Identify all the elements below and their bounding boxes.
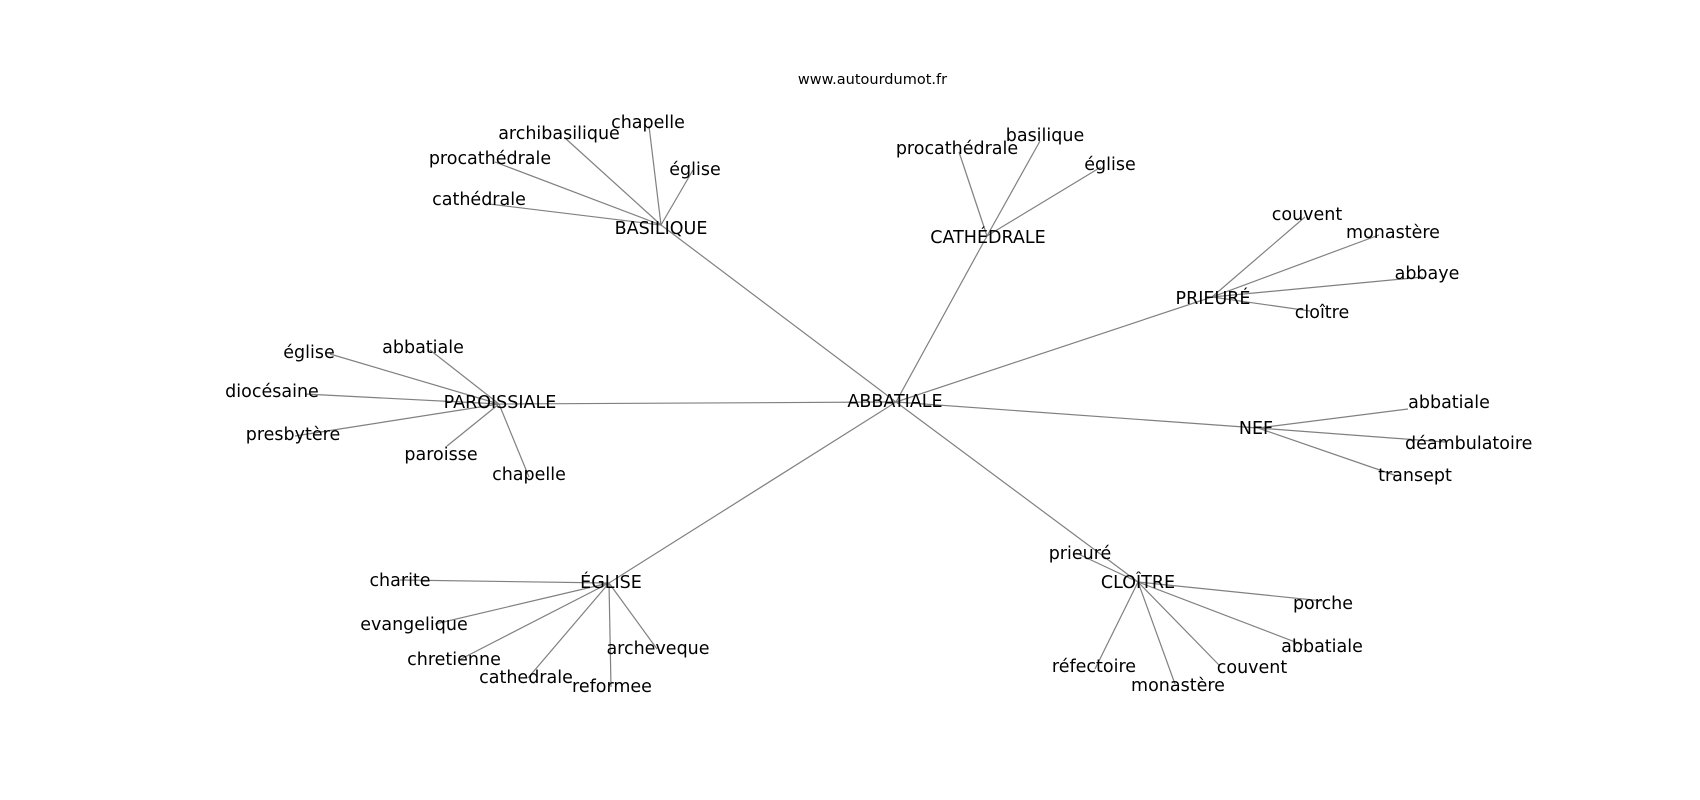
- edge-center-to-cloitre: [895, 401, 1139, 583]
- leaf-node-paroissiale-abbatiale: abbatiale: [382, 338, 464, 358]
- hub-node-paroissiale: PAROISSIALE: [444, 393, 557, 413]
- center-node-label: ABBATIALE: [847, 392, 942, 412]
- hub-node-basilique: BASILIQUE: [615, 219, 708, 239]
- leaf-node-eglise-evangelique: evangelique: [360, 615, 468, 635]
- leaf-node-cloitre-abbatiale: abbatiale: [1281, 637, 1363, 657]
- leaf-node-basilique-procathedrale: procathédrale: [429, 149, 551, 169]
- edge-paroissiale-to-eglise: [329, 353, 500, 405]
- leaf-node-nef-transept: transept: [1378, 466, 1452, 486]
- edge-prieure-to-cloitre: [1211, 296, 1311, 312]
- leaf-node-basilique-archibasilique: archibasilique: [498, 124, 620, 144]
- edge-cloitre-to-prieure: [1075, 552, 1139, 583]
- edge-center-to-nef: [895, 401, 1259, 429]
- leaf-node-eglise-cathedrale: cathedrale: [479, 668, 573, 688]
- edge-cathedrale-to-basilique: [986, 140, 1041, 237]
- edge-paroissiale-to-chapelle: [498, 403, 530, 478]
- edge-cloitre-to-refectoire: [1094, 581, 1139, 670]
- edge-paroissiale-to-diocesaine: [304, 393, 500, 405]
- edge-basilique-to-procathedrale: [494, 161, 662, 226]
- leaf-node-eglise-chretienne: chretienne: [407, 650, 501, 670]
- edge-eglise-to-evangelique: [434, 582, 610, 625]
- nodes-layer: ABBATIALEBASILIQUEarchibasiliquechapelle…: [225, 113, 1532, 697]
- leaf-node-cloitre-prieure: prieuré: [1049, 544, 1112, 564]
- leaf-node-paroissiale-chapelle: chapelle: [492, 465, 566, 485]
- edge-cloitre-to-monastere: [1137, 581, 1176, 685]
- edge-cloitre-to-abbatiale: [1137, 581, 1304, 646]
- edge-center-to-prieure: [895, 296, 1213, 403]
- leaf-node-prieure-couvent: couvent: [1272, 205, 1343, 225]
- edge-cloitre-to-porche: [1137, 581, 1324, 602]
- edge-eglise-to-cathedrale: [527, 582, 610, 679]
- edge-eglise-to-archeveque: [608, 582, 658, 650]
- hub-node-cloitre: CLOÎTRE: [1101, 571, 1175, 593]
- edge-center-to-cathedrale: [895, 235, 988, 403]
- edge-cathedrale-to-procathedrale: [958, 151, 988, 237]
- leaf-node-cloitre-monastere: monastère: [1131, 676, 1225, 696]
- leaf-node-cloitre-porche: porche: [1293, 594, 1353, 614]
- edge-cathedrale-to-eglise: [986, 166, 1102, 237]
- leaf-node-prieure-cloitre: cloître: [1295, 303, 1350, 323]
- leaf-node-nef-deambulatoire: déambulatoire: [1405, 434, 1532, 454]
- edge-basilique-to-chapelle: [648, 125, 662, 226]
- leaf-node-cloitre-refectoire: réfectoire: [1052, 657, 1136, 677]
- edge-eglise-to-reformee: [608, 582, 612, 688]
- leaf-node-paroissiale-paroisse: paroisse: [404, 445, 477, 465]
- leaf-node-paroissiale-diocesaine: diocésaine: [225, 382, 319, 402]
- edge-prieure-to-couvent: [1211, 216, 1306, 298]
- leaf-node-eglise-archeveque: archeveque: [606, 639, 709, 659]
- edge-basilique-to-eglise: [660, 169, 694, 226]
- edge-cloitre-to-couvent: [1137, 581, 1220, 666]
- edge-nef-to-deambulatoire: [1257, 427, 1446, 443]
- leaf-node-prieure-abbaye: abbaye: [1395, 264, 1460, 284]
- edge-center-to-basilique: [660, 224, 897, 403]
- edge-paroissiale-to-abbatiale: [429, 349, 500, 405]
- edge-prieure-to-monastere: [1211, 234, 1380, 298]
- edges-layer: [294, 125, 1446, 688]
- site-watermark: www.autourdumot.fr: [797, 72, 948, 88]
- edge-paroissiale-to-paroisse: [446, 403, 500, 447]
- hub-node-nef: NEF: [1239, 419, 1273, 439]
- leaf-node-basilique-eglise: église: [669, 160, 720, 180]
- edge-center-to-eglise: [608, 401, 897, 584]
- leaf-node-eglise-charite: charite: [369, 571, 430, 591]
- edge-eglise-to-charite: [399, 579, 610, 584]
- leaf-node-paroissiale-presbytere: presbytère: [246, 425, 340, 445]
- leaf-node-prieure-monastere: monastère: [1346, 223, 1440, 243]
- leaf-node-eglise-reformee: reformee: [572, 677, 652, 697]
- leaf-node-basilique-cathedrale: cathédrale: [432, 190, 526, 210]
- edge-basilique-to-archibasilique: [564, 137, 662, 226]
- edge-nef-to-abbatiale: [1257, 408, 1409, 429]
- hub-node-eglise: ÉGLISE: [580, 571, 642, 593]
- leaf-node-cathedrale-procathedrale: procathédrale: [896, 139, 1018, 159]
- edge-paroissiale-to-presbytere: [294, 403, 500, 437]
- leaf-node-basilique-chapelle: chapelle: [611, 113, 685, 133]
- edge-prieure-to-abbaye: [1211, 276, 1424, 298]
- leaf-node-cloitre-couvent: couvent: [1217, 658, 1288, 678]
- leaf-node-cathedrale-basilique: basilique: [1006, 126, 1085, 146]
- hub-node-prieure: PRIEURÉ: [1176, 287, 1251, 309]
- leaf-node-paroissiale-eglise: église: [283, 343, 334, 363]
- edge-center-to-paroissiale: [498, 401, 897, 405]
- hub-node-cathedrale: CATHÉDRALE: [930, 226, 1045, 248]
- edge-nef-to-transept: [1257, 427, 1398, 477]
- edge-eglise-to-chretienne: [458, 582, 610, 661]
- edge-basilique-to-cathedrale: [488, 203, 662, 226]
- leaf-node-nef-abbatiale: abbatiale: [1408, 393, 1490, 413]
- leaf-node-cathedrale-eglise: église: [1084, 155, 1135, 175]
